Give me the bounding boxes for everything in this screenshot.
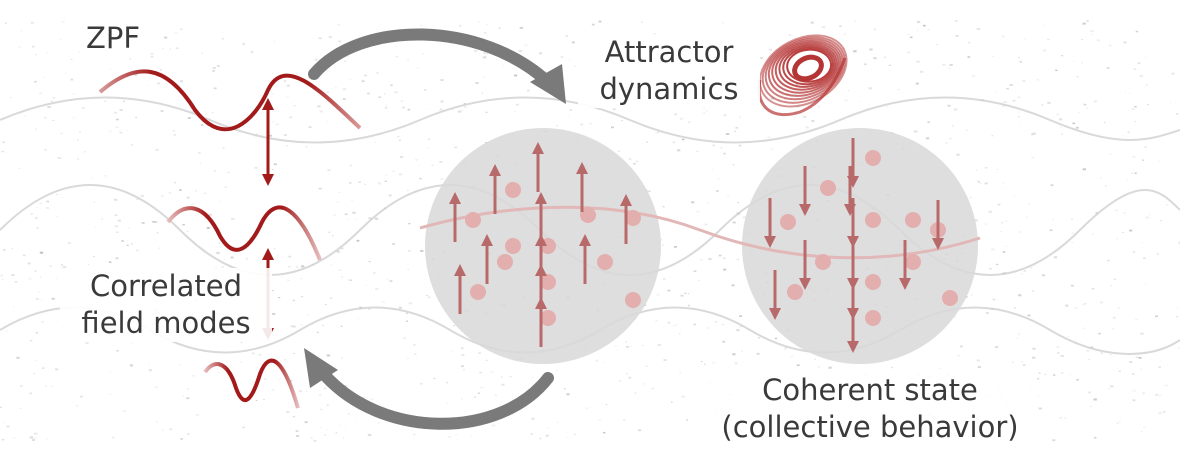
zpf-wave-top bbox=[98, 69, 362, 132]
spin-layer bbox=[449, 138, 944, 353]
zpf-wave-middle bbox=[166, 205, 322, 261]
attractor-label-line2: dynamics bbox=[599, 72, 739, 106]
right-sphere bbox=[742, 128, 978, 364]
correlated-label-line1: Correlated bbox=[90, 269, 242, 303]
correlated-label: Correlated field modes bbox=[60, 268, 272, 342]
curved-arrow-top bbox=[308, 28, 566, 104]
curved-arrow-bottom bbox=[304, 348, 554, 430]
zpf-wave-bottom bbox=[203, 358, 300, 409]
coherent-label-line2: (collective behavior) bbox=[721, 410, 1019, 444]
attractor-label: Attractor dynamics bbox=[578, 34, 760, 108]
coherent-label-line1: Coherent state bbox=[762, 373, 978, 407]
correlated-label-line2: field modes bbox=[81, 306, 251, 340]
linking-wave bbox=[419, 205, 981, 260]
zpf-label: ZPF bbox=[80, 20, 147, 57]
zpf-label-text: ZPF bbox=[86, 21, 141, 55]
coherent-label: Coherent state (collective behavior) bbox=[704, 372, 1036, 446]
attractor-label-line1: Attractor bbox=[604, 35, 734, 69]
lorenz-attractor-icon bbox=[757, 34, 848, 117]
